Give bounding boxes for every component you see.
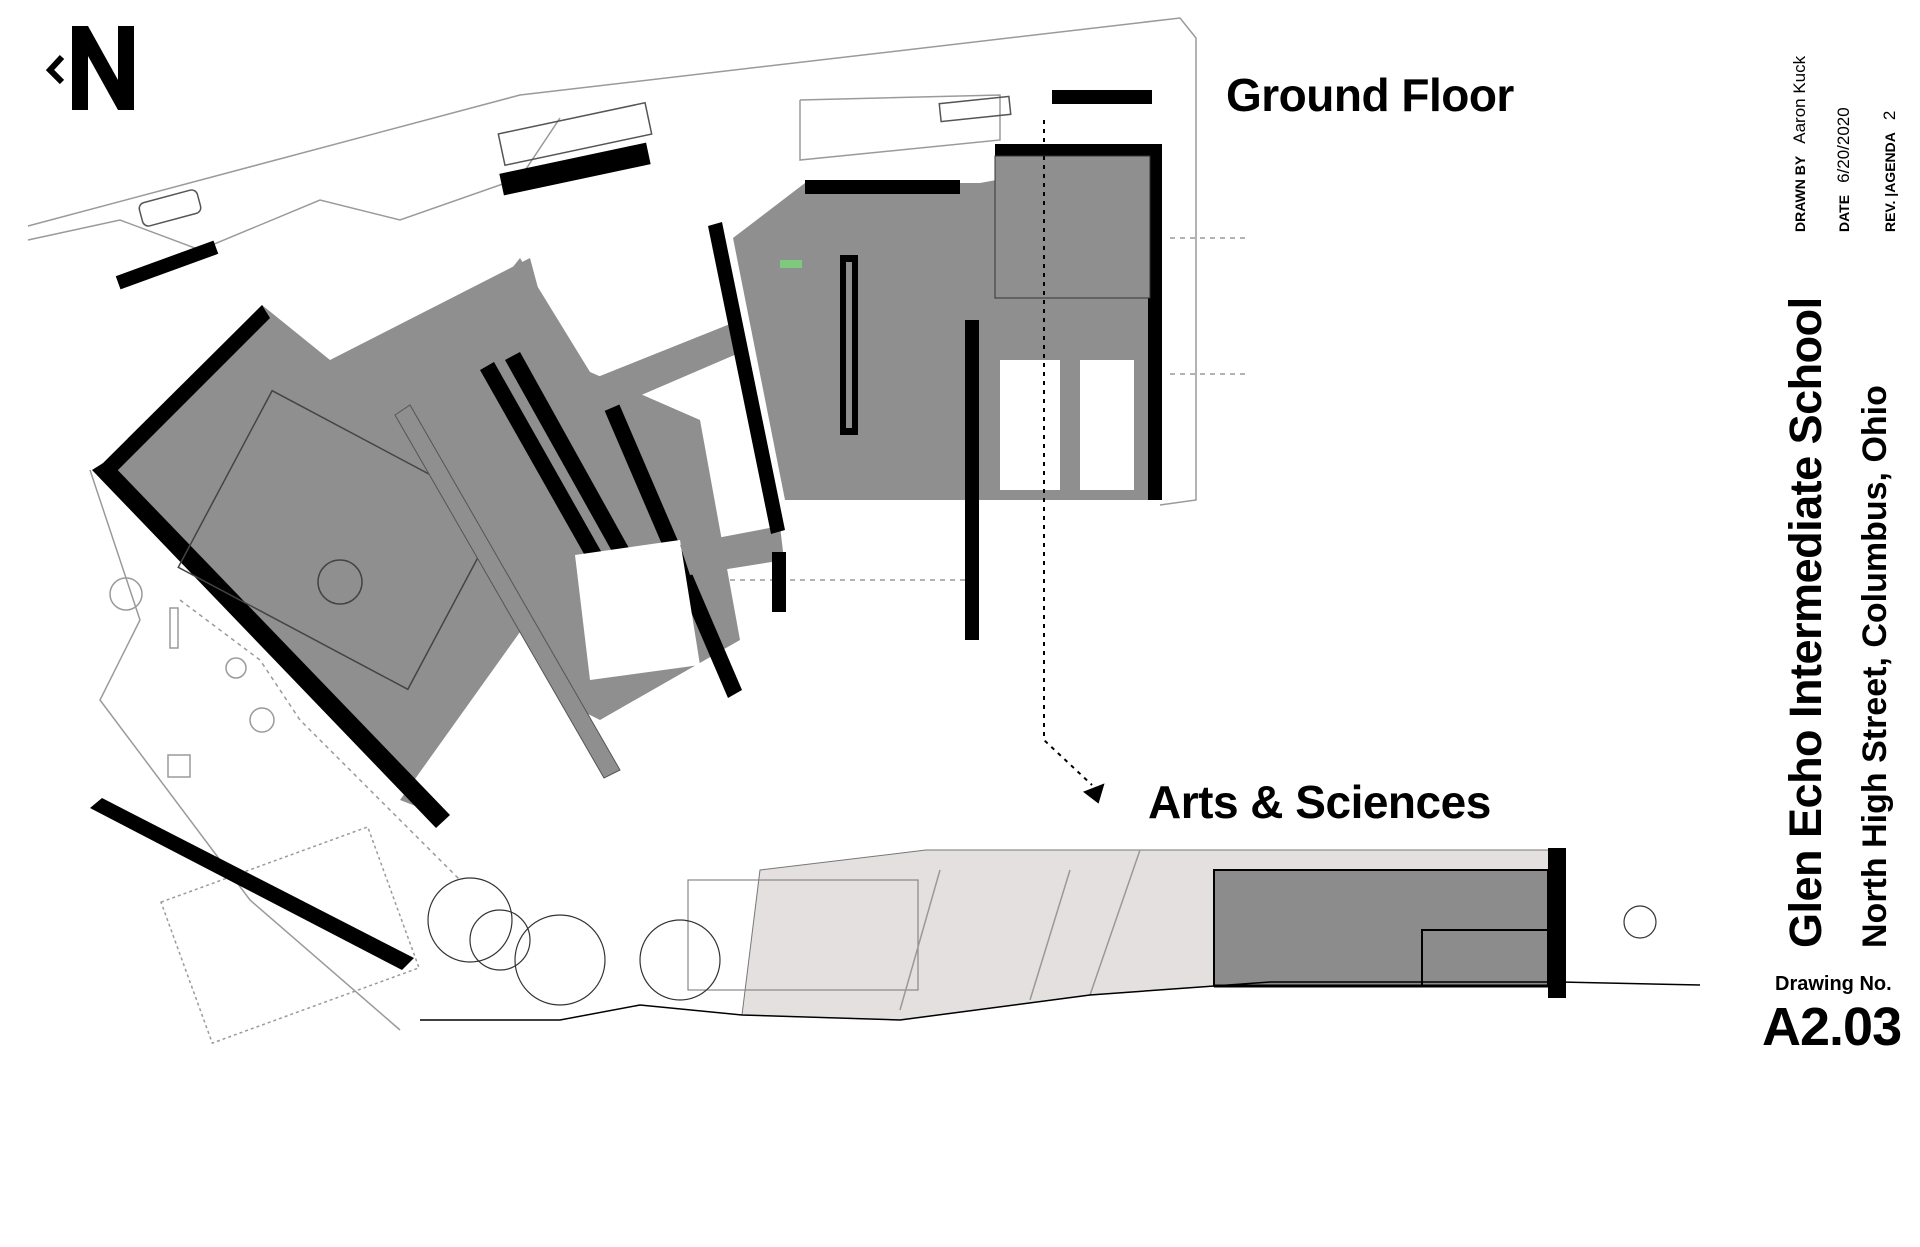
east-wall-stub — [772, 552, 786, 612]
arts-sciences-title: Arts & Sciences — [1148, 776, 1491, 828]
section-room — [1421, 929, 1549, 987]
tree-icon — [427, 877, 513, 963]
middle-bridge — [590, 320, 746, 412]
bus-icon — [497, 101, 653, 167]
school-address: North High Street, Columbus, Ohio — [1856, 385, 1894, 948]
drawn-by-value: Aaron Kuck — [1790, 55, 1809, 144]
site-circle-3 — [249, 707, 275, 733]
middle-wall-1 — [480, 362, 606, 568]
rev-value: 2 — [1880, 110, 1899, 121]
section-trees — [427, 877, 1657, 1006]
gym-wall-south — [92, 460, 450, 828]
section-wall-east — [1548, 848, 1566, 998]
drawn-by-label: DRAWN BY — [1792, 155, 1808, 232]
east-accent — [780, 260, 802, 268]
site-path-3 — [799, 94, 1001, 161]
north-arrow-icon — [40, 22, 150, 112]
site-road-edge — [27, 117, 561, 251]
east-classroom — [994, 155, 1151, 299]
tree-icon — [639, 919, 721, 1001]
site-vehicles — [138, 95, 1012, 227]
middle-bridge-2 — [680, 526, 784, 575]
gym-court — [177, 389, 503, 691]
east-wall-west — [708, 222, 785, 534]
section-canopy — [687, 879, 919, 991]
car-icon — [138, 189, 202, 227]
section-drawing — [420, 848, 1701, 1021]
site-plan — [27, 17, 1250, 1045]
site-path-2 — [179, 599, 461, 881]
site-parking-box — [160, 825, 420, 1045]
middle-desks — [575, 540, 700, 680]
drawing-number: A2.03 — [1762, 997, 1902, 1057]
section-arrow-icon — [1082, 783, 1105, 804]
east-wall-north-1 — [805, 180, 960, 194]
date-label: DATE — [1836, 194, 1852, 232]
drawing-number-label: Drawing No. — [1775, 973, 1892, 995]
tree-icon — [514, 914, 606, 1006]
date: DATE 6/20/2020 — [1834, 107, 1854, 232]
gym-wall-north — [96, 305, 270, 478]
school-name: Glen Echo Intermediate School — [1780, 297, 1831, 948]
site-circle-2 — [225, 657, 247, 679]
site-square — [167, 754, 191, 778]
parking-stripes — [115, 90, 1152, 290]
tree-icon — [469, 909, 531, 971]
drawn-by: DRAWN BY Aaron Kuck — [1790, 56, 1810, 232]
site-bench — [169, 607, 179, 649]
east-wall-north-2 — [995, 144, 1160, 158]
east-stair-inner — [846, 262, 852, 428]
gym-center-circle — [317, 559, 363, 605]
section-cut-line — [1043, 120, 1105, 804]
east-wall-east — [1148, 144, 1162, 500]
revision: REV. |AGENDA 2 — [1880, 111, 1900, 232]
site-sign — [938, 95, 1012, 123]
site-boundary — [27, 17, 1197, 506]
gym-wall-2 — [90, 798, 414, 970]
rev-label: REV. |AGENDA — [1882, 132, 1898, 232]
east-wing — [708, 144, 1162, 640]
site-path — [89, 469, 401, 1031]
site-circle-1 — [109, 577, 143, 611]
middle-wing — [394, 258, 784, 779]
east-wall-mid — [965, 320, 979, 640]
date-value: 6/20/2020 — [1834, 107, 1853, 183]
middle-corridor — [394, 404, 621, 779]
east-desks — [1000, 360, 1134, 490]
tree-icon — [1623, 905, 1657, 939]
ground-floor-title: Ground Floor — [1226, 69, 1514, 121]
section-ground-line — [420, 981, 1701, 1021]
